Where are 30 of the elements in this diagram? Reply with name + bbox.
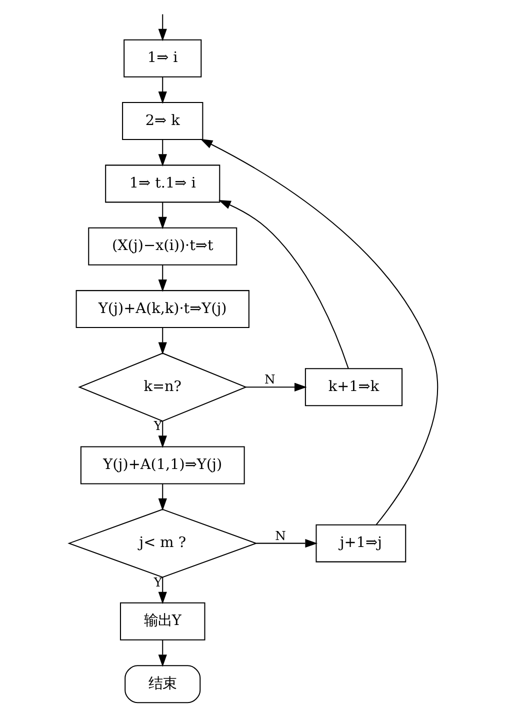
- arrow: [200, 138, 438, 524]
- node-box: j+1⇒j: [315, 524, 406, 562]
- node-box: Y(j)+A(k,k)·t⇒Y(j): [75, 290, 249, 328]
- arrow: [158, 327, 166, 354]
- node-box: k+1⇒k: [304, 368, 402, 406]
- arrow: [158, 76, 166, 104]
- arrow: [158, 264, 166, 292]
- node-diamond: k=n?: [78, 352, 247, 422]
- arrow: [158, 483, 166, 510]
- edge-label: N: [264, 372, 275, 386]
- node-box: (X(j)−x(i))·t⇒t: [88, 226, 237, 265]
- edge-label: Y: [153, 418, 162, 433]
- node-diamond: j< m ?: [67, 508, 258, 578]
- edge-label: Y: [153, 574, 162, 589]
- arrow: [245, 382, 306, 391]
- node-box: 输出Y: [119, 602, 205, 640]
- node-box: Y(j)+A(1,1)⇒Y(j): [80, 446, 244, 484]
- node-box: 1⇒ i: [123, 38, 202, 77]
- arrow: [158, 576, 166, 604]
- arrow: [158, 639, 166, 666]
- arrow: [158, 14, 166, 41]
- node-box: 结束: [124, 664, 200, 703]
- arrow: [256, 538, 318, 548]
- arrow: [158, 202, 166, 229]
- edge-label: N: [274, 528, 286, 542]
- arrow: [218, 200, 348, 368]
- node-box: 1⇒ t.1⇒ i: [104, 164, 220, 202]
- node-box: 2⇒ k: [122, 102, 203, 140]
- arrow: [158, 139, 166, 166]
- arrow: [158, 420, 166, 448]
